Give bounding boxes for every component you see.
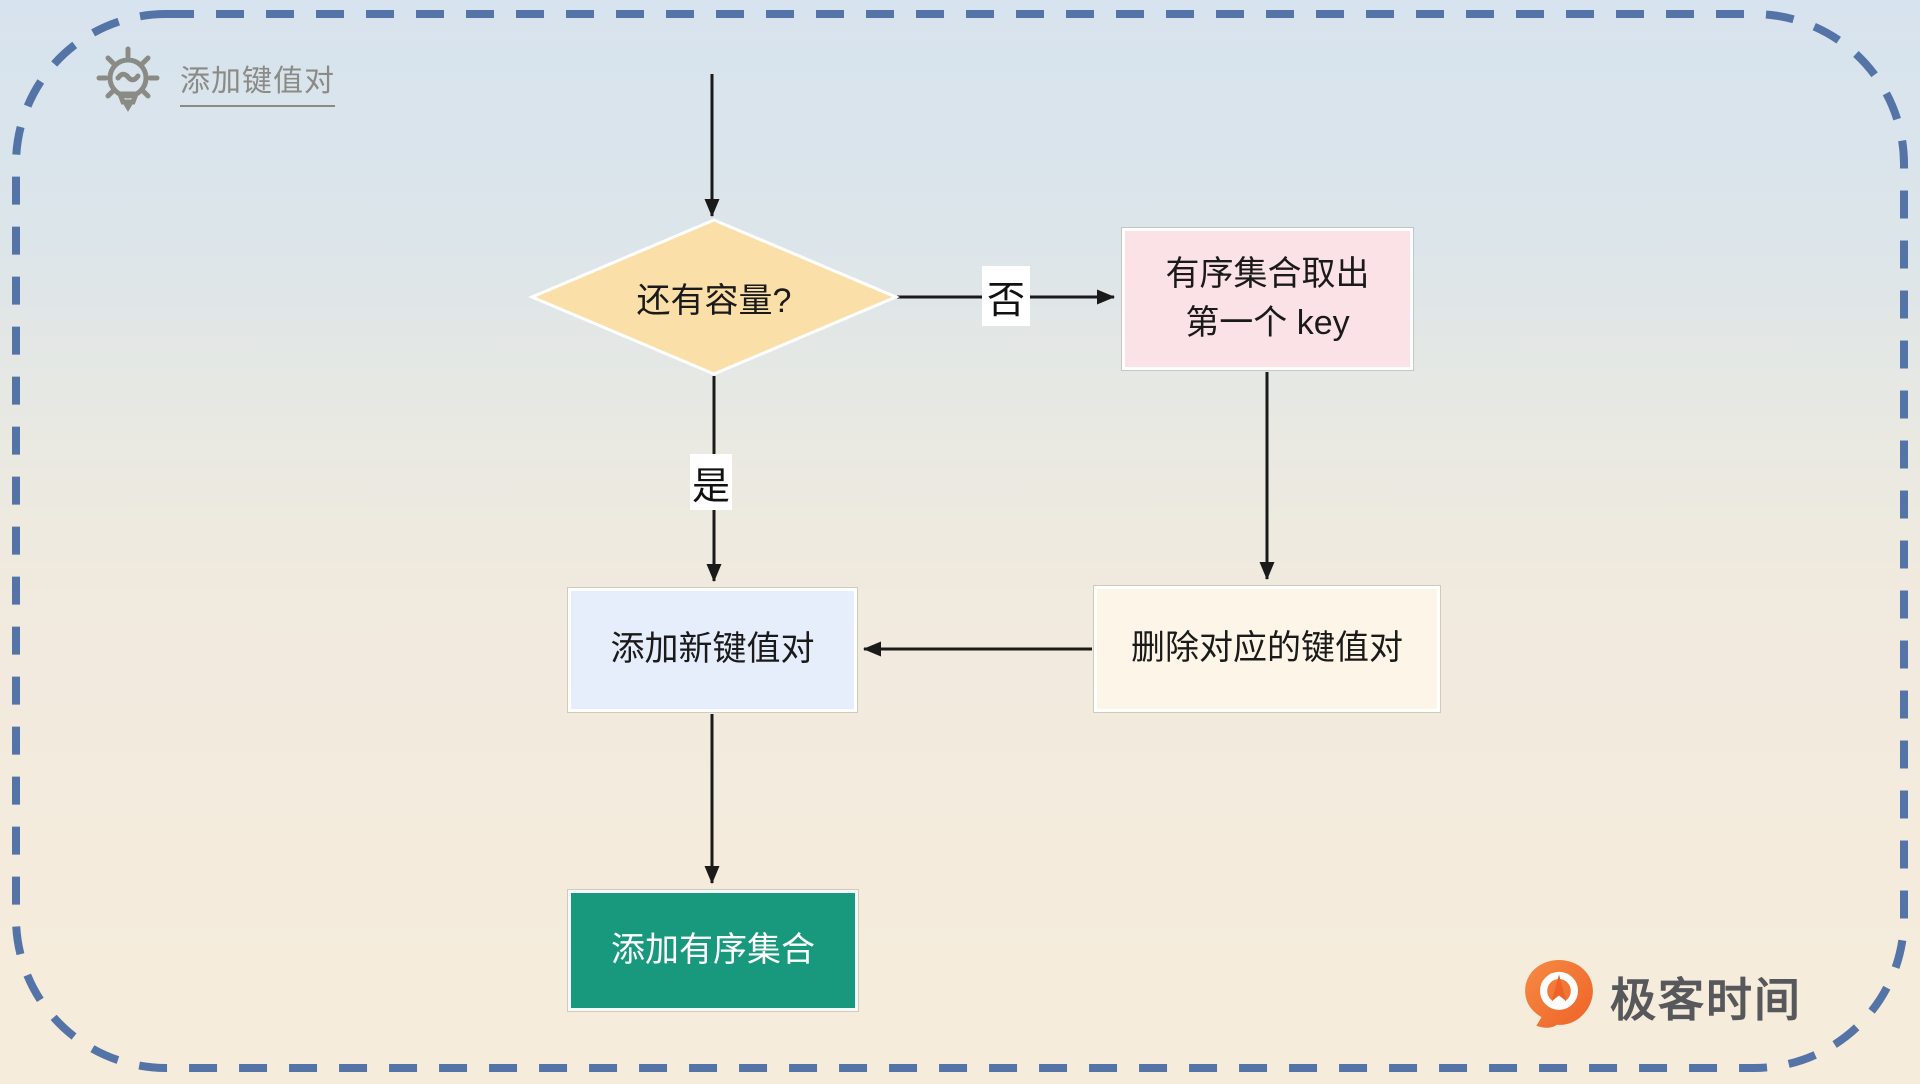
- node-take-first-key-line1: 有序集合取出: [1165, 254, 1370, 293]
- node-add-sorted-set-label: 添加有序集合: [611, 930, 815, 969]
- node-delete-pair-label: 删除对应的键值对: [1131, 629, 1403, 668]
- node-add-new-pair[interactable]: 添加新键值对: [568, 588, 857, 712]
- node-add-new-pair-label: 添加新键值对: [610, 630, 815, 669]
- node-delete-pair[interactable]: 删除对应的键值对: [1094, 586, 1440, 712]
- brand-watermark: 极客时间: [1522, 958, 1802, 1036]
- node-add-sorted-set[interactable]: 添加有序集合: [568, 890, 858, 1011]
- lightbulb-icon: [96, 46, 160, 112]
- page-title-block: 添加键值对: [92, 44, 335, 118]
- edge-label-no: 否: [982, 266, 1030, 326]
- brand-name: 极客时间: [1610, 974, 1802, 1026]
- node-take-first-key-line2: 第一个 key: [1185, 304, 1350, 342]
- edge-label-yes: 是: [690, 454, 732, 510]
- dashed-frame-border: [12, 10, 1908, 1072]
- geektime-pin-logo-icon: [1525, 960, 1593, 1028]
- node-take-first-key[interactable]: 有序集合取出 第一个 key: [1122, 228, 1413, 370]
- decision-label: 还有容量?: [636, 281, 792, 320]
- decision-diamond[interactable]: [528, 218, 900, 376]
- page-title: 添加键值对: [180, 56, 335, 107]
